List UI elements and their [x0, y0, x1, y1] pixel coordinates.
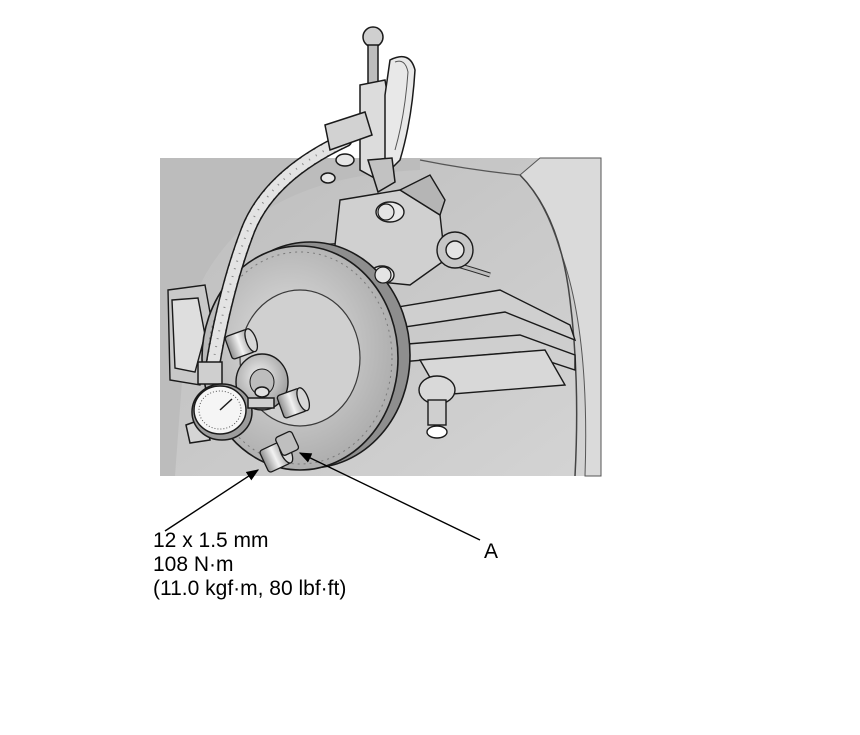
fastener-torque-alt: (11.0 kgf·m, 80 lbf·ft) [153, 577, 347, 600]
wheel-nut [224, 328, 311, 473]
fastener-leader [164, 469, 260, 532]
fastener-size: 12 x 1.5 mm [153, 529, 269, 552]
dial-indicator [185, 361, 275, 444]
locking-pliers [320, 26, 416, 194]
fastener-torque-nm: 108 N·m [153, 553, 234, 576]
wheel-stud [374, 203, 395, 284]
callout-a-leader [298, 452, 481, 541]
flexible-gauge-arm [204, 132, 353, 378]
leader-lines [164, 452, 481, 541]
callout-a-letter: A [484, 540, 499, 563]
fastener-spec-label: 12 x 1.5 mm 108 N·m (11.0 kgf·m, 80 lbf·… [153, 529, 346, 601]
